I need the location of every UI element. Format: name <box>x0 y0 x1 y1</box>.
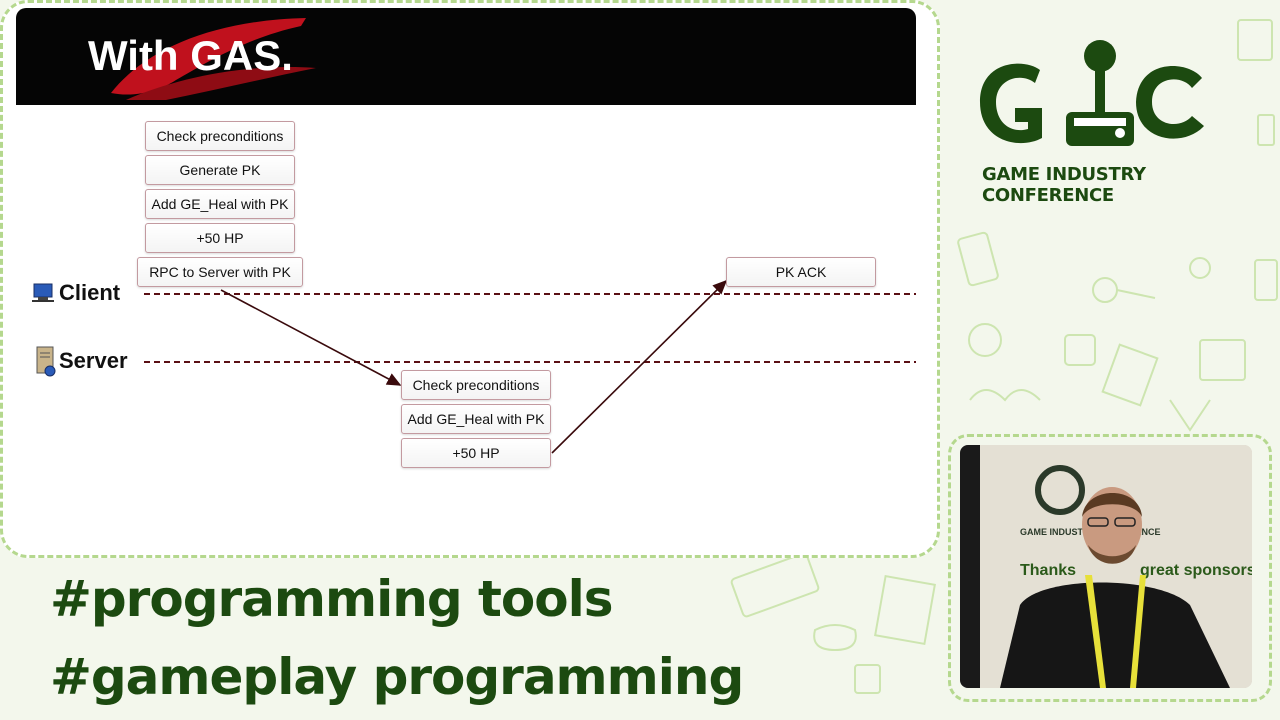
gear-doodle-icon <box>968 323 1002 357</box>
server-step-box: Add GE_Heal with PK <box>401 404 551 434</box>
note-doodle-icon <box>1101 343 1159 407</box>
hashtag-gameplay-programming: #gameplay programming <box>50 648 744 706</box>
slide-header: With GAS. <box>16 8 916 105</box>
server-tower-icon <box>36 346 56 377</box>
slide-title: With GAS. <box>88 32 293 79</box>
speaker-body <box>1000 582 1230 688</box>
client-computer-icon <box>32 283 54 302</box>
key-doodle-icon <box>1092 277 1118 303</box>
client-step-box: Generate PK <box>145 155 295 185</box>
red-brush-stroke <box>111 18 316 100</box>
ack-box: PK ACK <box>726 257 876 287</box>
client-step-box: RPC to Server with PK <box>137 257 303 287</box>
client-step-box: Check preconditions <box>145 121 295 151</box>
paper-doodle-icon <box>874 574 936 646</box>
server-lane-label: Server <box>59 348 128 373</box>
hashtag-programming-tools: #programming tools <box>50 570 614 628</box>
sequence-diagram-lines <box>144 279 916 454</box>
phone-doodle-icon <box>957 231 999 287</box>
server-step-box: +50 HP <box>401 438 551 468</box>
money-doodle-icon <box>1199 339 1246 381</box>
rpc-arrow <box>220 289 402 386</box>
speaker-camera-feed: Thanks great sponsors GAME INDUSTRY CONF… <box>960 445 1252 688</box>
keyboard-doodle-icon <box>730 552 820 618</box>
gamepad-doodle-icon <box>813 624 857 652</box>
mug-doodle-icon <box>854 664 881 694</box>
lanyard <box>1085 575 1106 688</box>
glasses-doodle-icon <box>969 389 1041 402</box>
client-lane-label: Client <box>59 280 121 305</box>
client-step-box: +50 HP <box>145 223 295 253</box>
ack-arrow <box>551 279 728 454</box>
logo-subtitle: GAME INDUSTRY CONFERENCE <box>982 164 1146 206</box>
joystick-doodle-icon <box>1189 257 1211 279</box>
backdrop-text-2: great sponsors <box>1140 562 1252 579</box>
backdrop-text: Thanks <box>1020 562 1076 579</box>
checkbox-doodle-icon <box>1064 334 1096 366</box>
server-step-box: Check preconditions <box>401 370 551 400</box>
slide: With GAS. Check preconditions Generate P… <box>16 8 916 528</box>
client-step-box: Add GE_Heal with PK <box>145 189 295 219</box>
gic-logo <box>980 40 1204 146</box>
laptop-doodle-icon <box>1237 19 1273 61</box>
